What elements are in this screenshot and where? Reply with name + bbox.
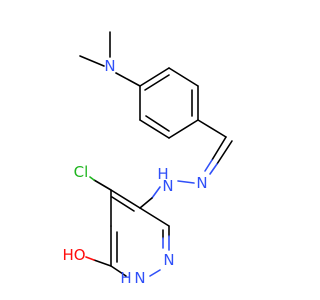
bond-ring-5-inner <box>145 115 170 132</box>
bond-c-oh <box>93 259 112 267</box>
bond-n-n <box>177 180 195 184</box>
bond-c-cl-green <box>89 176 95 181</box>
bond-c-oh-red <box>85 256 95 261</box>
atom-n-ring-top: N <box>163 251 174 269</box>
atom-h-hydrazone: H <box>157 165 168 183</box>
bond-ch-n-1 <box>211 136 227 161</box>
bond-c-cl <box>93 179 112 191</box>
atom-n-ring-bottom: N <box>134 269 145 287</box>
atom-cl: Cl <box>74 163 89 181</box>
bond-nh-ring-blue <box>151 186 161 199</box>
bond-nh-ring <box>139 197 153 209</box>
atom-h-ring-bottom: H <box>120 269 131 287</box>
bond-pyr-4 <box>149 269 161 277</box>
bond-aryl-ch <box>197 119 227 138</box>
bond-ring-2 <box>168 67 199 87</box>
bond-methyl-left <box>79 55 105 67</box>
molecule-canvas: N N H N Cl N N H HO <box>62 31 233 287</box>
bond-ring-5 <box>139 119 170 139</box>
atom-n-hydrazone-nh: N <box>162 177 173 195</box>
bond-ring-4 <box>168 119 199 139</box>
atom-n-hydrazone: N <box>196 174 207 192</box>
bond-pyr-1 <box>110 189 141 209</box>
bond-pyr-2 <box>139 207 170 227</box>
bond-ch-n-blue-2 <box>209 163 218 175</box>
atom-oh: HO <box>62 246 85 264</box>
bond-ring-1-inner <box>144 74 170 91</box>
bond-ch-n-blue-1 <box>204 159 213 172</box>
molecule-structure: N N H N Cl N N H HO <box>62 31 233 287</box>
bond-ch-n-2 <box>216 140 233 165</box>
atom-n-dimethyl: N <box>104 57 115 75</box>
bond-pyr-1-inner <box>111 196 135 212</box>
bond-n-aryl <box>115 72 141 87</box>
bond-pyr-5 <box>110 265 127 277</box>
bond-ring-1 <box>139 67 170 87</box>
